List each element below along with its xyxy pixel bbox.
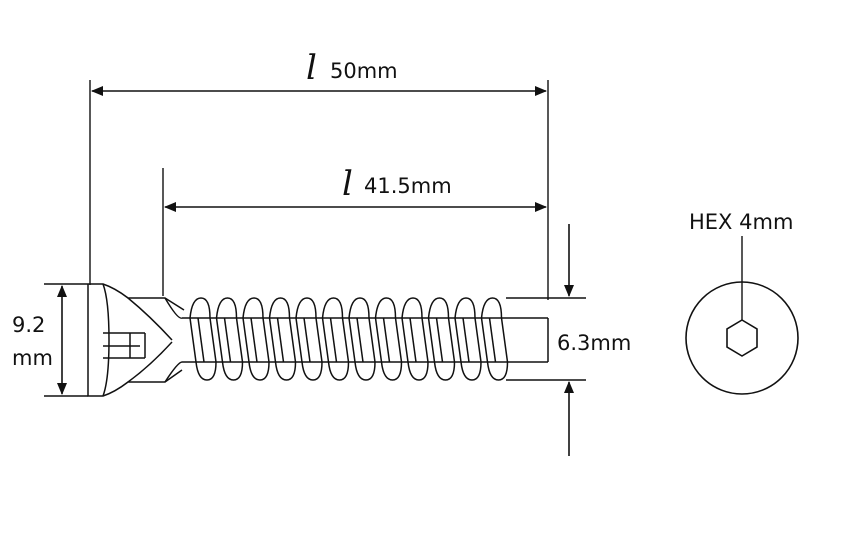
screw-end-view: HEX 4mm <box>685 210 799 395</box>
screw-head-taper <box>127 297 173 383</box>
thread-flank <box>250 317 258 363</box>
thread-diameter-label: 6.3mm <box>557 331 631 355</box>
hex-socket-icon <box>726 319 758 357</box>
thread-flank <box>303 317 311 363</box>
head-diameter-dimension: 9.2 mm <box>12 283 88 397</box>
thread-crest <box>295 297 323 381</box>
thread-crest <box>348 297 376 381</box>
thread-flank <box>356 317 364 363</box>
thread-flank <box>197 317 205 363</box>
thread-flank <box>462 317 470 363</box>
overall-length-label: 50mm <box>330 59 398 83</box>
screw-head-bearing-face <box>102 283 110 397</box>
thread-crest <box>321 297 350 381</box>
screw-head-outline <box>87 284 183 397</box>
thread-flank <box>223 317 232 363</box>
thread-crests <box>189 297 509 381</box>
screw-side-view-icon <box>87 283 549 397</box>
thread-crest <box>427 297 456 381</box>
thread-crest <box>454 297 482 381</box>
thread-crest <box>480 297 509 381</box>
thread-crest <box>401 297 429 381</box>
screw-neck <box>164 297 183 383</box>
head-diameter-label: 9.2 <box>12 313 45 337</box>
thread-flank <box>488 317 497 363</box>
overall-length-dimension: l 50mm <box>89 48 549 300</box>
thread-flank <box>409 317 417 363</box>
thread-crest <box>242 297 270 381</box>
thread-flank <box>435 317 444 363</box>
thread-crest <box>374 297 403 381</box>
length-symbol: l <box>342 164 353 204</box>
head-diameter-unit: mm <box>12 346 53 370</box>
thread-length-label: 41.5mm <box>364 174 452 198</box>
drive-label: HEX 4mm <box>689 210 793 234</box>
length-symbol: l <box>306 48 317 88</box>
thread-length-dimension: l 41.5mm <box>162 164 547 296</box>
thread-crest <box>268 297 297 381</box>
thread-flank <box>276 317 285 363</box>
thread-flank <box>382 317 391 363</box>
thread-flank <box>329 317 338 363</box>
thread-diameter-dimension: 6.3mm <box>506 224 631 456</box>
thread-crest <box>189 297 217 381</box>
thread-crest <box>215 297 244 381</box>
